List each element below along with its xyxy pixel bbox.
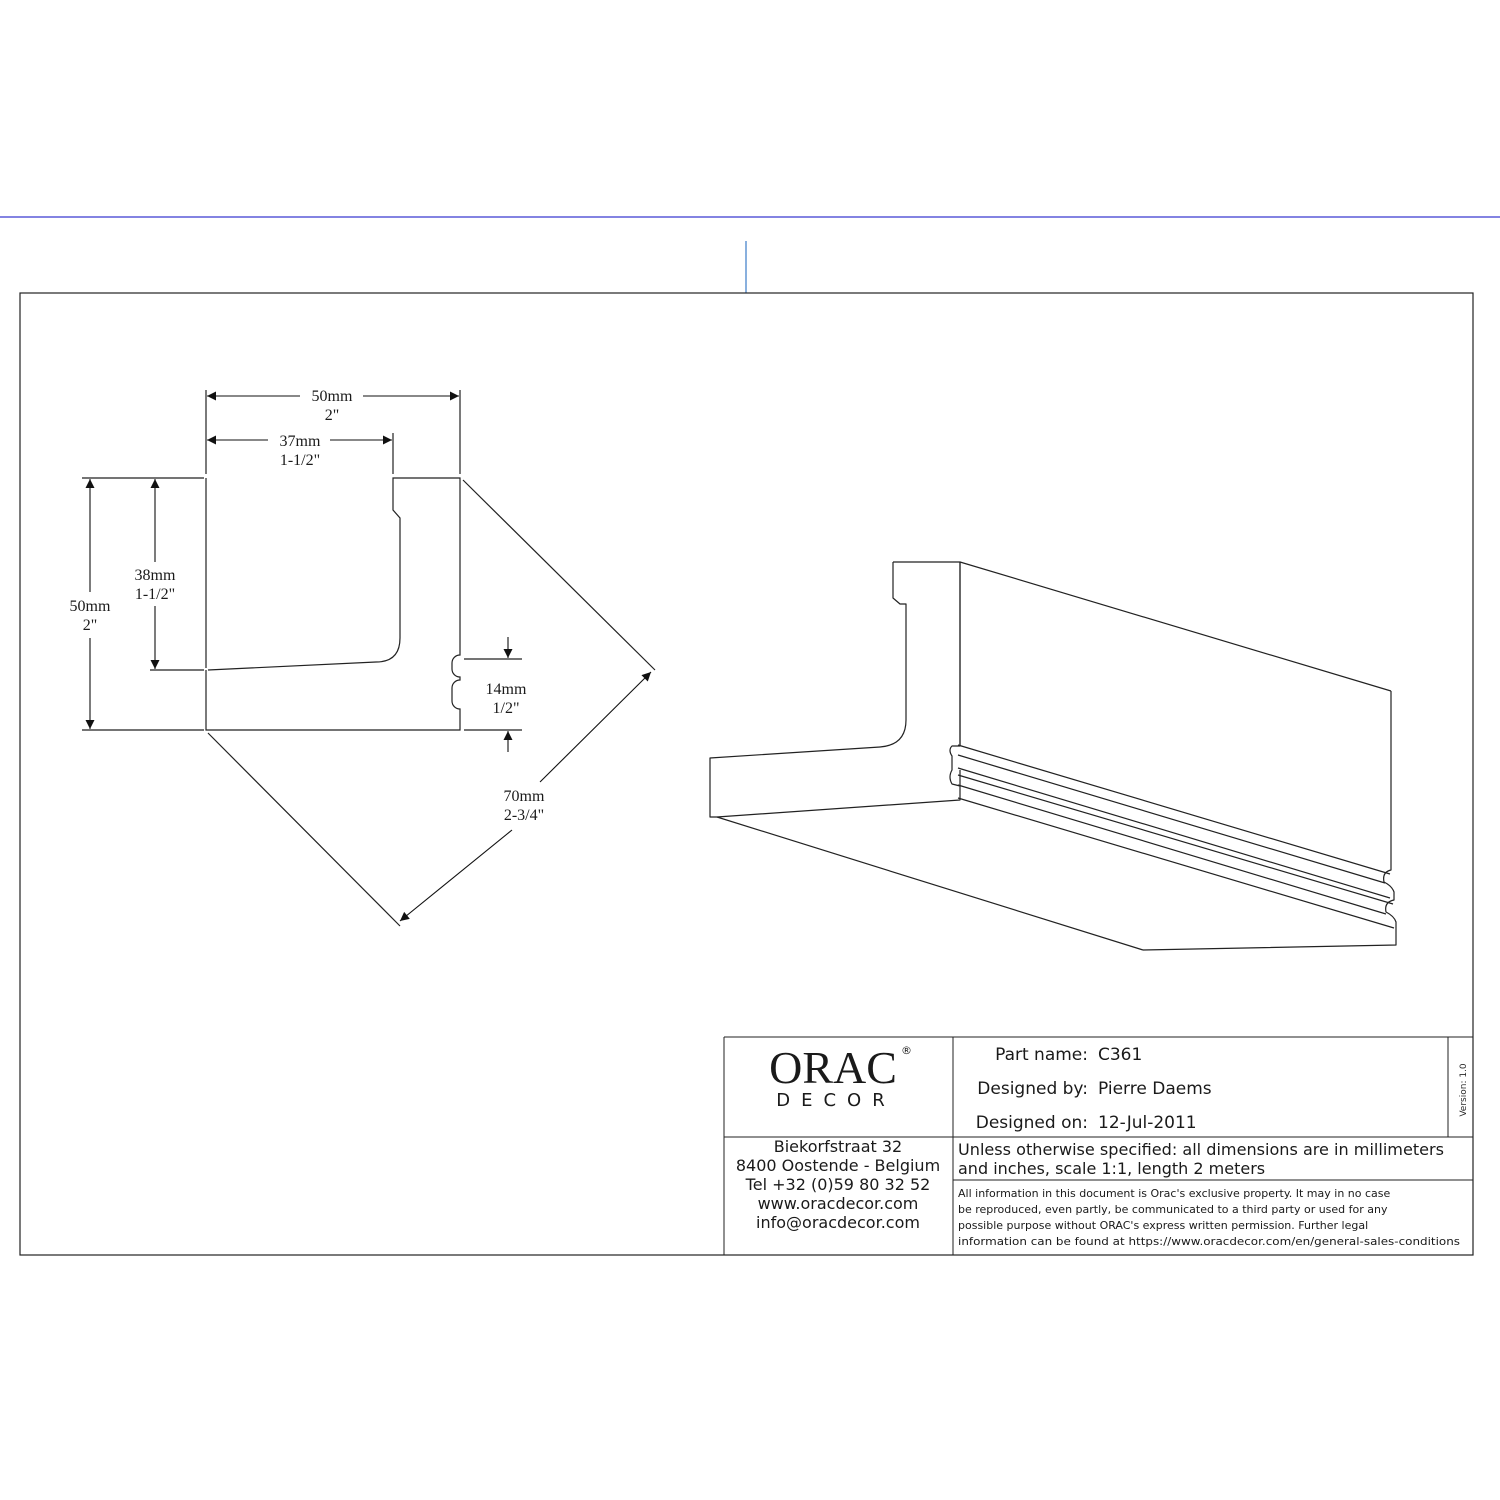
dim-width-inner-mm: 37mm	[280, 433, 321, 450]
orac-logo: ORAC ® DECOR	[769, 1042, 912, 1111]
dim-diagonal-in: 2-3/4"	[504, 807, 544, 824]
legal-line-1: All information in this document is Orac…	[958, 1187, 1391, 1200]
isometric-view	[709, 561, 1397, 951]
dim-diagonal-mm: 70mm	[504, 788, 545, 805]
dim-height-inner-in: 1-1/2"	[135, 586, 175, 603]
profile-outline	[205, 477, 461, 731]
iso-groove-line-1	[957, 744, 1391, 875]
field-part-name-label: Part name:	[995, 1045, 1088, 1065]
legal-line-3: possible purpose without ORAC's express …	[958, 1219, 1368, 1232]
iso-groove-line-6	[957, 797, 1395, 929]
iso-end-face-bottom-edge	[716, 790, 961, 818]
spec-line-2: and inches, scale 1:1, length 2 meters	[958, 1159, 1265, 1178]
legal-line-2: be reproduced, even partly, be communica…	[958, 1203, 1388, 1216]
logo-registered-mark: ®	[901, 1044, 912, 1057]
field-designed-by-label: Designed by:	[977, 1079, 1088, 1099]
address-email[interactable]: info@oracdecor.com	[756, 1213, 920, 1232]
iso-groove-line-4	[957, 774, 1394, 905]
dim-groove-in: 1/2"	[493, 700, 520, 717]
field-designed-on-value: 12-Jul-2011	[1098, 1113, 1197, 1133]
dim-height-inner-mm: 38mm	[135, 567, 176, 584]
dim-width-total-in: 2"	[325, 407, 340, 424]
logo-sub: DECOR	[776, 1090, 895, 1111]
field-designed-by-value: Pierre Daems	[1098, 1079, 1212, 1099]
logo-brand: ORAC	[769, 1042, 897, 1093]
iso-groove-line-3	[957, 767, 1391, 899]
dim-height-total-mm: 50mm	[70, 598, 111, 615]
diagonal-extension-bottom	[207, 732, 401, 927]
diagonal-extension-top	[462, 479, 656, 671]
dim-groove-mm: 14mm	[486, 681, 527, 698]
address-city: 8400 Oostende - Belgium	[736, 1156, 940, 1175]
iso-end-face	[709, 561, 961, 818]
dim-height-total-in: 2"	[83, 617, 98, 634]
profile-section	[82, 390, 656, 927]
iso-groove-line-2	[957, 754, 1386, 884]
address-street: Biekorfstraat 32	[774, 1137, 902, 1156]
dim-width-total-mm: 50mm	[312, 388, 353, 405]
dimension-lines	[85, 391, 652, 922]
dim-diagonal-lower	[399, 829, 513, 922]
address-website[interactable]: www.oracdecor.com	[758, 1194, 919, 1213]
spec-line-1: Unless otherwise specified: all dimensio…	[958, 1140, 1444, 1159]
iso-right-end	[1142, 691, 1397, 951]
sheet-border	[19, 292, 1474, 1256]
legal-line-4: information can be found at https://www.…	[958, 1235, 1460, 1248]
version-label: Version: 1.0	[1459, 1063, 1469, 1117]
dim-diagonal-upper	[539, 671, 652, 783]
address-phone: Tel +32 (0)59 80 32 52	[745, 1175, 931, 1194]
iso-groove-line-5	[957, 784, 1387, 915]
title-block	[723, 1036, 1473, 1255]
dim-width-inner-in: 1-1/2"	[280, 452, 320, 469]
field-designed-on-label: Designed on:	[976, 1113, 1088, 1133]
iso-bottom-edge	[716, 816, 1144, 951]
iso-top-edge	[959, 561, 1392, 692]
field-part-name-value: C361	[1098, 1045, 1142, 1065]
